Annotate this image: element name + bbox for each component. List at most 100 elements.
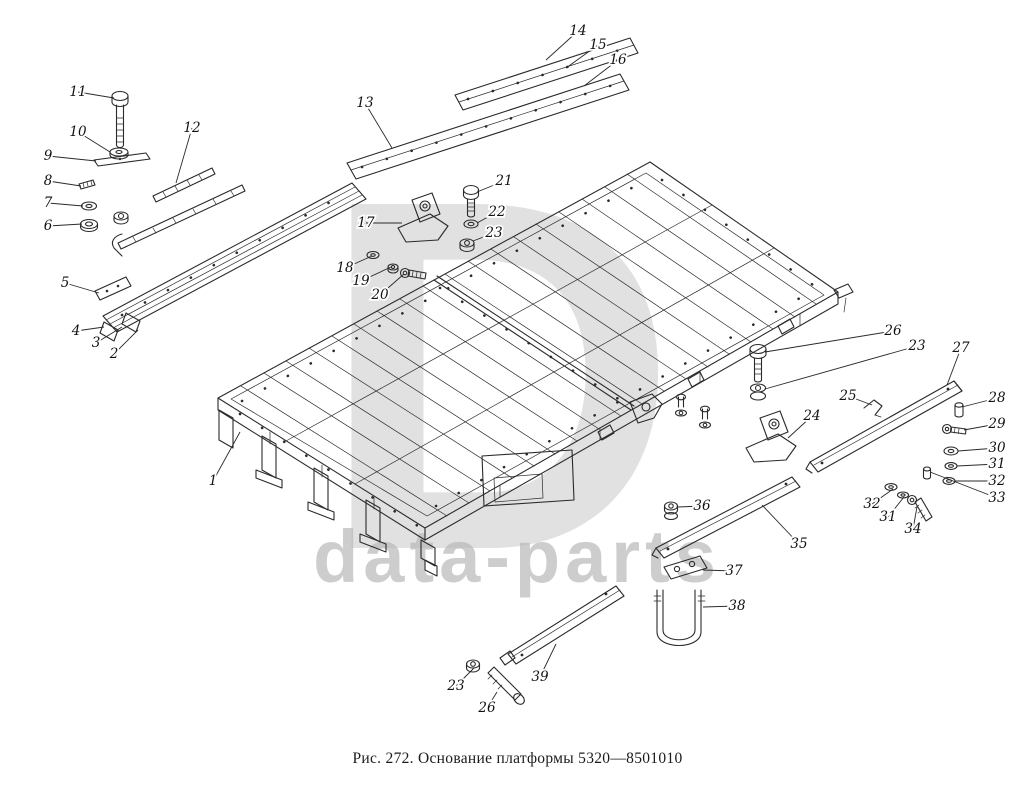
callout-leader-23 [472, 232, 495, 242]
part-nut-23 [459, 238, 475, 253]
fasteners-right [674, 343, 883, 463]
callout-leader-5 [64, 282, 100, 294]
part-bolt-34 [906, 494, 933, 522]
part-screw-pin-b [698, 405, 712, 429]
part-callout-38: 38 [728, 598, 746, 614]
callout-leader-32 [871, 488, 894, 505]
callout-leader-38 [702, 605, 738, 608]
callout-leader-28 [961, 397, 998, 408]
part-nut-23-bottom [465, 659, 481, 673]
part-callout-37: 37 [725, 563, 743, 579]
callout-leader-26 [486, 691, 498, 709]
callout-leader-31 [887, 496, 905, 518]
part-callout-39: 39 [531, 669, 549, 685]
part-washer-22 [463, 219, 479, 229]
part-callout-30: 30 [988, 440, 1006, 456]
fasteners-right-column [884, 402, 967, 522]
callout-leader-16 [583, 59, 619, 87]
callout-leader-33 [929, 471, 998, 499]
callout-leader-23 [764, 345, 918, 390]
part-nut-36 [663, 501, 679, 521]
callout-leader-25 [847, 395, 873, 406]
part-callout-17: 17 [357, 215, 375, 231]
part-callout-18: 18 [336, 260, 354, 276]
part-callout-13: 13 [356, 95, 373, 111]
callout-leader-30 [957, 447, 998, 452]
fasteners-middle [366, 184, 480, 280]
callout-leader-19 [360, 266, 392, 282]
part-callout-2: 2 [109, 346, 119, 362]
part-callout-6: 6 [44, 218, 53, 234]
part-callout-22: 22 [487, 204, 505, 220]
part-hinge-bracket-24 [745, 410, 797, 463]
part-callout-15: 15 [589, 37, 606, 53]
part-callout-25: 25 [838, 388, 856, 404]
part-washer-6 [79, 218, 99, 233]
callout-leader-8 [47, 180, 82, 187]
callout-leader-39 [539, 643, 557, 678]
part-callout-35: 35 [790, 536, 807, 552]
watermark-text: data-parts [313, 515, 721, 598]
callout-leader-3 [95, 326, 123, 344]
part-u-bolt-38 [653, 589, 706, 646]
part-callout-31: 31 [879, 509, 896, 525]
part-callout-5: 5 [61, 275, 70, 291]
part-washer-30 [943, 446, 959, 456]
callout-leader-10 [77, 131, 111, 153]
part-callout-23: 23 [484, 225, 502, 241]
part-pin-8 [78, 179, 96, 190]
platform-base [217, 161, 854, 577]
part-callout-24: 24 [802, 408, 820, 424]
callout-leader-6 [47, 223, 83, 227]
callout-leader-18 [344, 255, 373, 269]
part-callout-27: 27 [951, 340, 970, 356]
part-bolt-20 [399, 267, 427, 280]
callout-leader-20 [379, 273, 405, 296]
part-callout-31: 31 [988, 456, 1005, 472]
part-rail-27 [805, 380, 963, 474]
callout-leader-1 [212, 431, 241, 482]
part-callout-36: 36 [693, 498, 711, 514]
callout-leader-15 [565, 44, 599, 69]
part-callout-26: 26 [477, 700, 496, 716]
part-pin-28 [954, 402, 964, 418]
part-callout-12: 12 [183, 120, 200, 136]
part-callout-1: 1 [209, 473, 218, 489]
callout-leader-21 [476, 180, 505, 193]
part-callout-9: 9 [44, 148, 53, 164]
part-callout-4: 4 [71, 323, 81, 339]
part-callout-20: 20 [370, 287, 389, 303]
part-rail-35 [651, 476, 801, 559]
callout-layer: 1110987654321213141516171819202122231262… [42, 21, 1008, 718]
part-washer-7 [80, 201, 98, 211]
part-callout-8: 8 [44, 173, 53, 189]
watermark-letter-d: D [318, 95, 679, 654]
part-callout-23: 23 [446, 678, 464, 694]
part-callout-32: 32 [863, 496, 880, 512]
callout-leader-31 [956, 463, 998, 467]
part-callout-14: 14 [569, 23, 586, 39]
part-bolt-26 [749, 343, 767, 383]
part-rail-39 [499, 585, 625, 666]
part-bolt-21 [462, 184, 480, 218]
part-callout-32: 32 [988, 473, 1005, 489]
part-callout-10: 10 [69, 124, 87, 140]
part-callout-26: 26 [883, 323, 902, 339]
part-washer-32b [884, 483, 898, 491]
part-callout-29: 29 [987, 416, 1006, 432]
callout-leader-9 [47, 155, 97, 162]
callout-leader-36 [677, 505, 703, 508]
callout-leader-27 [946, 347, 962, 386]
part-washer-18 [366, 250, 380, 260]
figure-caption: Рис. 272. Основание платформы 5320—85010… [352, 750, 683, 767]
part-callout-3: 3 [92, 335, 101, 351]
part-callout-34: 34 [904, 521, 921, 537]
part-screw-pin-a [674, 393, 688, 417]
part-nut-19 [387, 263, 399, 274]
part-plate-9 [93, 152, 151, 167]
part-callout-11: 11 [69, 84, 86, 100]
part-hinge-bracket-17 [397, 192, 449, 243]
part-callout-21: 21 [494, 173, 512, 189]
